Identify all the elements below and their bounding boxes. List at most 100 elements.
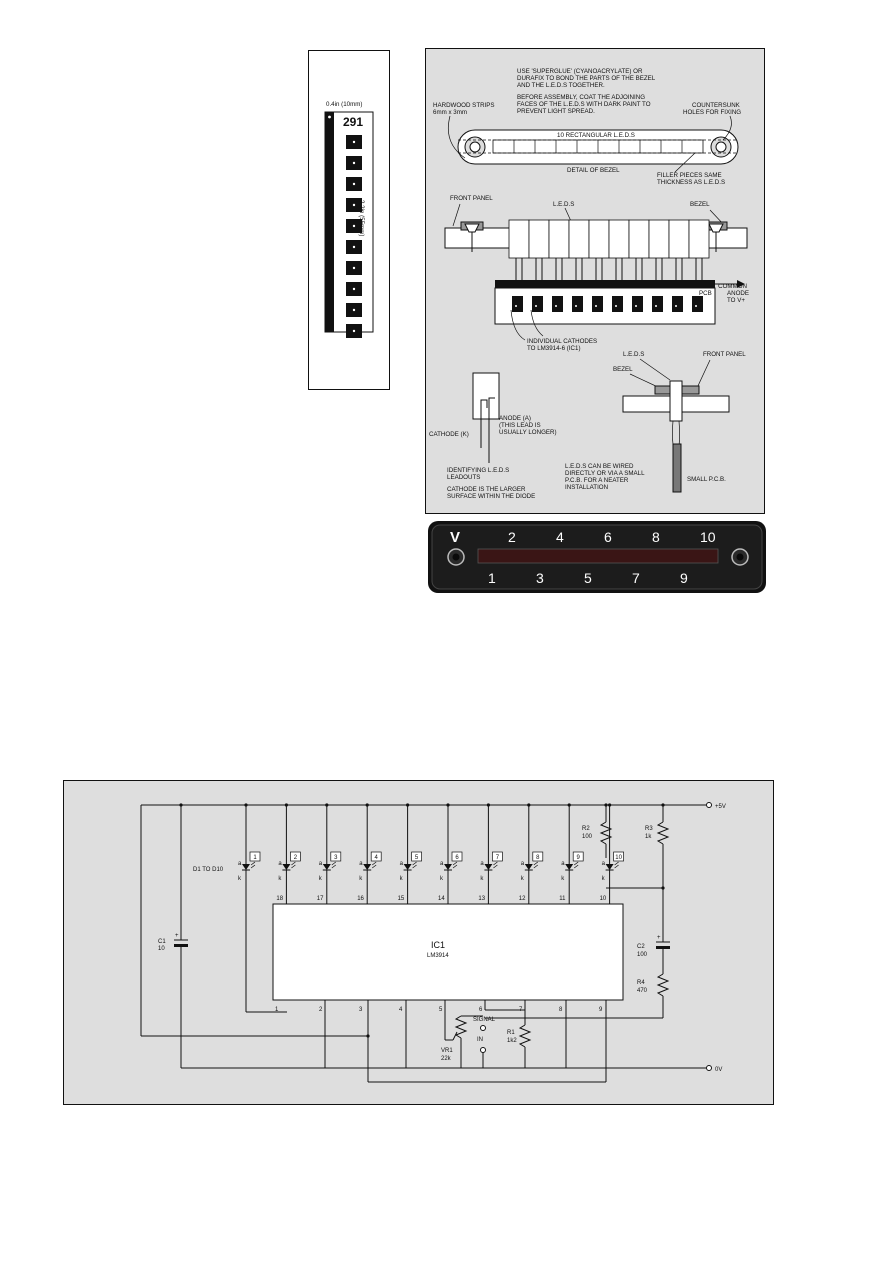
- side-pcb-pad-hole: [695, 305, 697, 307]
- junction-dot: [365, 803, 369, 807]
- circuit-schematic: +5V 0V IC1 LM3914 ak1ak2ak3ak4ak5ak6ak7a…: [63, 780, 774, 1105]
- led-number-box: [290, 851, 301, 862]
- led-light-arrows: [331, 861, 337, 869]
- signal-label-2: IN: [477, 1037, 483, 1043]
- bezel-bottom-number: 5: [584, 570, 592, 586]
- pcb-pad-hole: [352, 161, 356, 165]
- led-number-box: [492, 851, 503, 862]
- junction-dot: [284, 803, 288, 807]
- led-light-arrows: [291, 861, 296, 869]
- bezel-bottom-number: 9: [680, 570, 688, 586]
- led-number: 3: [334, 855, 338, 861]
- led-anode-mark: a: [561, 861, 565, 867]
- led-number-box: [330, 851, 342, 862]
- signal-in-terminal[interactable]: [480, 1025, 486, 1031]
- led-symbol: [524, 864, 533, 870]
- pcb-pad-hole: [352, 182, 356, 186]
- led-light-arrows: [493, 861, 498, 869]
- bezel-top-number: 6: [604, 529, 612, 545]
- led-bezel-assembly-diagram: USE 'SUPERGLUE' (CYANOACRYLATE) OR DURAF…: [425, 48, 765, 514]
- plus5v-label: +5V: [715, 804, 726, 810]
- zero-v-terminal[interactable]: [706, 1065, 712, 1071]
- led-cathode-mark: k: [278, 876, 282, 882]
- led-number-box: [451, 851, 463, 862]
- signal-ground-terminal[interactable]: [480, 1047, 486, 1053]
- side-pcb-pad-hole: [675, 305, 677, 307]
- led-anode-mark: a: [602, 861, 606, 867]
- common-anode-label-2: ANODE: [727, 290, 749, 297]
- ic-top-pin-number: 17: [317, 896, 324, 902]
- junction-dot: [325, 803, 329, 807]
- c2-label: C2: [637, 944, 645, 950]
- bezel-detail: [457, 129, 739, 165]
- bezel-top-number: 8: [652, 529, 660, 545]
- side-pcb-pad-hole: [655, 305, 657, 307]
- led-number-box: [411, 851, 422, 862]
- glue-note-3: AND THE L.E.D.S TOGETHER.: [517, 82, 605, 89]
- led-pcb-foil-diagram: 0.4in (10mm) 291 2.2in (55mm): [308, 50, 390, 390]
- ic-top-pin-number: 13: [478, 896, 485, 902]
- side-led: [508, 219, 530, 259]
- led-number: 4: [375, 855, 379, 861]
- led-light-arrows: [412, 861, 417, 869]
- led-leadout-drawing: [472, 372, 500, 463]
- r2-value: 100: [582, 834, 593, 840]
- led-symbol: [565, 864, 574, 870]
- ic-bottom-pin-number: 9: [599, 1007, 603, 1013]
- junction-dot: [608, 803, 612, 807]
- led-cathode-mark: k: [238, 876, 242, 882]
- ic-top-pin-number: 14: [438, 896, 445, 902]
- pcb-pad-hole: [352, 287, 356, 291]
- cathode-larger-label-2: SURFACE WITHIN THE DIODE: [447, 493, 535, 500]
- junction-dot: [486, 803, 490, 807]
- side-pcb-pad-hole: [575, 305, 577, 307]
- svg-text:+: +: [657, 935, 661, 941]
- side-pcb-pad: [572, 296, 583, 312]
- leds-label: L.E.D.S: [553, 201, 574, 208]
- anode-a-label-2: (THIS LEAD IS: [499, 422, 541, 429]
- hardwood-label-1: HARDWOOD STRIPS: [433, 102, 495, 109]
- led-symbol: [444, 864, 452, 870]
- wired-note-1: L.E.D.S CAN BE WIRED: [565, 463, 634, 470]
- resistor-r2: [599, 803, 613, 858]
- wired-note-3: P.C.B. FOR A NEATER: [565, 477, 629, 484]
- led-cathode-mark: k: [359, 876, 363, 882]
- junction-dot: [446, 803, 450, 807]
- ic-bottom-pin-number: 2: [319, 1007, 323, 1013]
- bezel-bottom-number: 7: [632, 570, 640, 586]
- ic-bottom-pin-number: 4: [399, 1007, 403, 1013]
- junction-dot: [527, 803, 531, 807]
- led-cathode-mark: k: [521, 876, 525, 882]
- plus5v-terminal[interactable]: [706, 802, 712, 808]
- led-light-arrows: [573, 861, 579, 869]
- resistor-r3: [656, 803, 670, 942]
- side-pcb-pad: [652, 296, 663, 312]
- capacitor-c2: +: [656, 935, 670, 974]
- zero-v-label: 0V: [715, 1067, 722, 1073]
- junction-dot: [406, 803, 410, 807]
- detail-of-bezel-label: DETAIL OF BEZEL: [567, 167, 620, 174]
- side-view-pcb: [494, 280, 745, 325]
- identifying-label-2: LEADOUTS: [447, 474, 480, 481]
- led-number: 8: [536, 855, 540, 861]
- countersunk-label-1: COUNTERSUNK: [692, 102, 741, 109]
- pcb-side-dimension: 2.2in (55mm): [358, 200, 365, 236]
- led-cathode-mark: k: [319, 876, 323, 882]
- single-front-panel-label: FRONT PANEL: [703, 351, 746, 358]
- filler-label-1: FILLER PIECES SAME: [657, 172, 722, 179]
- cathode-k-label: CATHODE (k): [429, 431, 469, 438]
- cathodes-label-2: TO LM3914-6 (IC1): [527, 345, 581, 352]
- side-pcb-pad-hole: [635, 305, 637, 307]
- r1-label: R1: [507, 1030, 515, 1036]
- side-pcb-pad: [552, 296, 563, 312]
- common-anode-track: [325, 112, 334, 332]
- common-anode-label-3: TO V+: [727, 297, 745, 304]
- wired-note-4: INSTALLATION: [565, 484, 608, 491]
- led-symbol: [242, 864, 250, 870]
- led-anode-mark: a: [521, 861, 525, 867]
- pcb-pad-hole: [352, 224, 356, 228]
- glue-note-2: DURAFIX TO BOND THE PARTS OF THE BEZEL: [517, 75, 656, 82]
- ic-top-pin-number: 16: [357, 896, 364, 902]
